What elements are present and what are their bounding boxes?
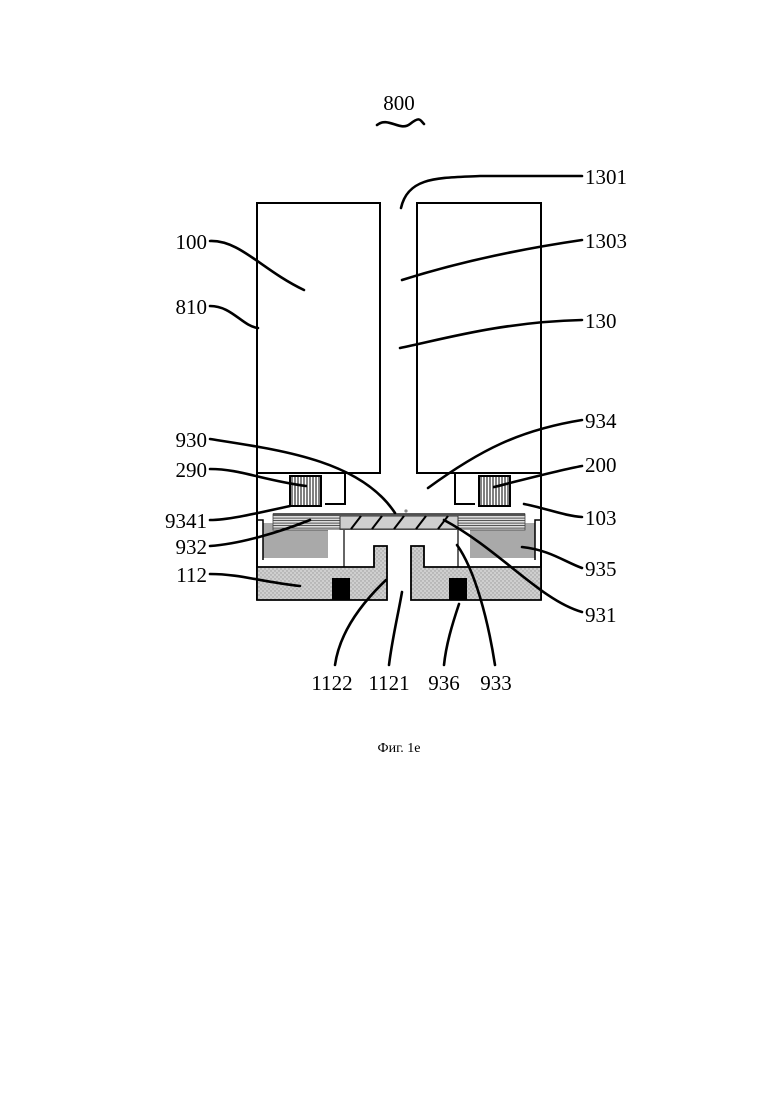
label-1301: 1301 bbox=[585, 165, 627, 189]
inner-cavity bbox=[328, 530, 470, 558]
right-pad bbox=[449, 578, 467, 600]
label-130: 130 bbox=[585, 309, 617, 333]
label-1122: 1122 bbox=[311, 671, 352, 695]
figure-number-underline bbox=[377, 119, 424, 126]
figure-caption: Фиг. 1е bbox=[378, 741, 421, 756]
left-pad bbox=[332, 578, 350, 600]
label-933: 933 bbox=[480, 671, 512, 695]
left-housing-wall bbox=[257, 203, 380, 473]
label-1121: 1121 bbox=[368, 671, 409, 695]
label-103: 103 bbox=[585, 506, 617, 530]
label-112: 112 bbox=[176, 563, 207, 587]
leader-933 bbox=[457, 545, 495, 665]
label-1303: 1303 bbox=[585, 229, 627, 253]
label-934: 934 bbox=[585, 409, 617, 433]
leader-103 bbox=[524, 504, 582, 517]
leader-1121 bbox=[389, 592, 402, 665]
label-200: 200 bbox=[585, 453, 617, 477]
right-housing-wall bbox=[417, 203, 541, 473]
label-931: 931 bbox=[585, 603, 617, 627]
label-936: 936 bbox=[428, 671, 460, 695]
leader-936 bbox=[444, 604, 459, 665]
label-100: 100 bbox=[176, 230, 208, 254]
figure-number: 800 bbox=[383, 91, 415, 115]
center-dot bbox=[404, 509, 407, 512]
label-290: 290 bbox=[176, 458, 208, 482]
label-935: 935 bbox=[585, 557, 617, 581]
label-932: 932 bbox=[176, 535, 208, 559]
label-9341: 9341 bbox=[165, 509, 207, 533]
right-seal-ring bbox=[479, 476, 510, 506]
left-seal-ring bbox=[290, 476, 321, 506]
label-930: 930 bbox=[176, 428, 208, 452]
label-810: 810 bbox=[176, 295, 208, 319]
leader-810 bbox=[210, 306, 258, 328]
